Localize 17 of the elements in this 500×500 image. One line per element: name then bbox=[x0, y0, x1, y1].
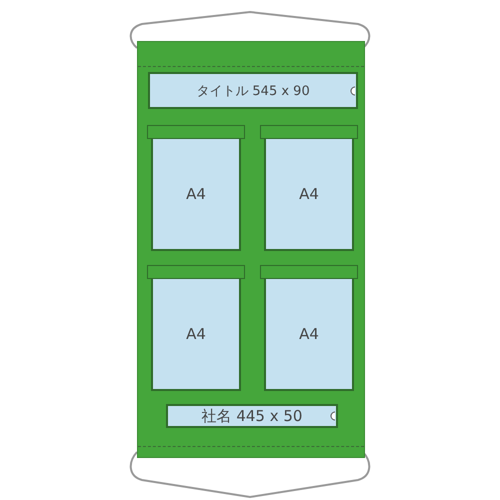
pocket-flap bbox=[147, 265, 245, 279]
pocket-label: 社名 445 x 50 bbox=[202, 406, 302, 426]
display-pocket bbox=[148, 72, 358, 109]
display-pocket bbox=[151, 276, 241, 391]
pocket-label: A4 bbox=[299, 184, 319, 202]
pocket-label: A4 bbox=[186, 324, 206, 342]
pocket-label: A4 bbox=[186, 184, 206, 202]
pocket-label: A4 bbox=[299, 324, 319, 342]
pocket-flap bbox=[147, 125, 245, 139]
banner-panel bbox=[137, 41, 365, 458]
display-pocket bbox=[166, 404, 338, 428]
pocket-flap bbox=[260, 265, 358, 279]
display-pocket bbox=[151, 136, 241, 251]
display-pocket bbox=[264, 136, 354, 251]
pocket-label: タイトル 545 x 90 bbox=[196, 82, 310, 100]
pocket-flap bbox=[260, 125, 358, 139]
display-pocket bbox=[264, 276, 354, 391]
